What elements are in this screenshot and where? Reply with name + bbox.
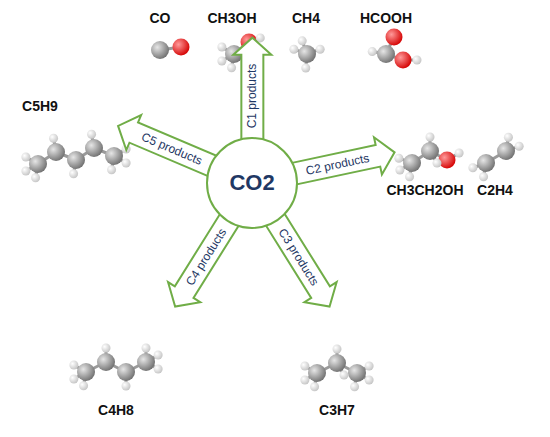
formula-label: CO (150, 10, 171, 26)
atom (298, 36, 307, 45)
atom (69, 169, 78, 178)
atom (426, 133, 435, 142)
atom (377, 45, 395, 63)
atom (69, 375, 78, 384)
atom (455, 149, 464, 158)
atom (142, 344, 151, 353)
atom (413, 56, 422, 65)
atom (365, 362, 374, 371)
atom (151, 41, 169, 59)
molecule-model (468, 133, 523, 182)
atom (105, 147, 123, 165)
formula-label: C3H7 (319, 402, 355, 418)
atom (298, 45, 316, 63)
atom (365, 376, 374, 385)
atom (217, 43, 226, 52)
atom (386, 29, 403, 46)
formula-label: CH3CH2OH (386, 182, 463, 198)
center-label: CO2 (229, 170, 274, 196)
molecule-model (151, 39, 190, 60)
atom (403, 154, 421, 172)
atom (122, 382, 131, 391)
atom (79, 381, 88, 390)
molecule-model (69, 344, 162, 391)
atom (173, 39, 190, 56)
atom (395, 52, 412, 69)
atom (405, 172, 414, 181)
atom (117, 363, 135, 381)
atom (477, 154, 495, 172)
atom (468, 163, 477, 172)
atom (49, 134, 58, 143)
atom (154, 365, 163, 374)
atom (504, 133, 513, 142)
atom (439, 152, 456, 169)
block-arrow: C2 products (289, 133, 400, 194)
atom (154, 351, 163, 360)
atom (316, 45, 325, 54)
atom (394, 154, 403, 163)
formula-label: C5H9 (22, 98, 58, 114)
formula-label: CH3OH (207, 10, 256, 26)
molecule-model (289, 36, 324, 72)
atom (69, 361, 78, 370)
atom (85, 139, 103, 157)
atom (421, 142, 439, 160)
atom (348, 364, 366, 382)
formula-label: C4H8 (98, 402, 134, 418)
atom (300, 362, 309, 371)
atom (77, 363, 95, 381)
atom (310, 382, 319, 391)
arrow-label: C1 products (245, 63, 259, 128)
atom (333, 345, 342, 354)
atom (29, 155, 47, 173)
center-circle: CO2 (206, 137, 298, 229)
atom (368, 47, 377, 56)
arrow-shape (289, 134, 398, 193)
atom (21, 167, 30, 176)
atom (479, 172, 488, 181)
atom (137, 353, 155, 371)
molecule-model (394, 133, 463, 182)
atom (47, 143, 65, 161)
atom (21, 153, 30, 162)
atom (497, 142, 515, 160)
atom (217, 57, 226, 66)
molecule-model (300, 345, 373, 392)
atom (340, 371, 349, 380)
atom (301, 63, 310, 72)
atom (102, 344, 111, 353)
formula-label: C2H4 (477, 182, 513, 198)
atom (433, 159, 442, 168)
arrow-shape (110, 109, 220, 184)
molecule-model (368, 29, 422, 69)
atom (227, 63, 236, 72)
block-arrow: C1 products (232, 36, 272, 141)
molecule-model (21, 130, 130, 183)
atom (289, 45, 298, 54)
atom (350, 382, 359, 391)
atom (67, 151, 85, 169)
atom (395, 166, 404, 175)
atom (97, 353, 115, 371)
formula-label: CH4 (292, 10, 320, 26)
atom (328, 354, 346, 372)
atom (122, 159, 131, 168)
block-arrow: C5 products (109, 107, 221, 185)
formula-label: HCOOH (360, 10, 412, 26)
atom (87, 130, 96, 139)
arrow-shape (233, 37, 271, 141)
atom (308, 364, 326, 382)
atom (107, 165, 116, 174)
atom (300, 376, 309, 385)
atom (31, 173, 40, 182)
atom (515, 142, 524, 151)
